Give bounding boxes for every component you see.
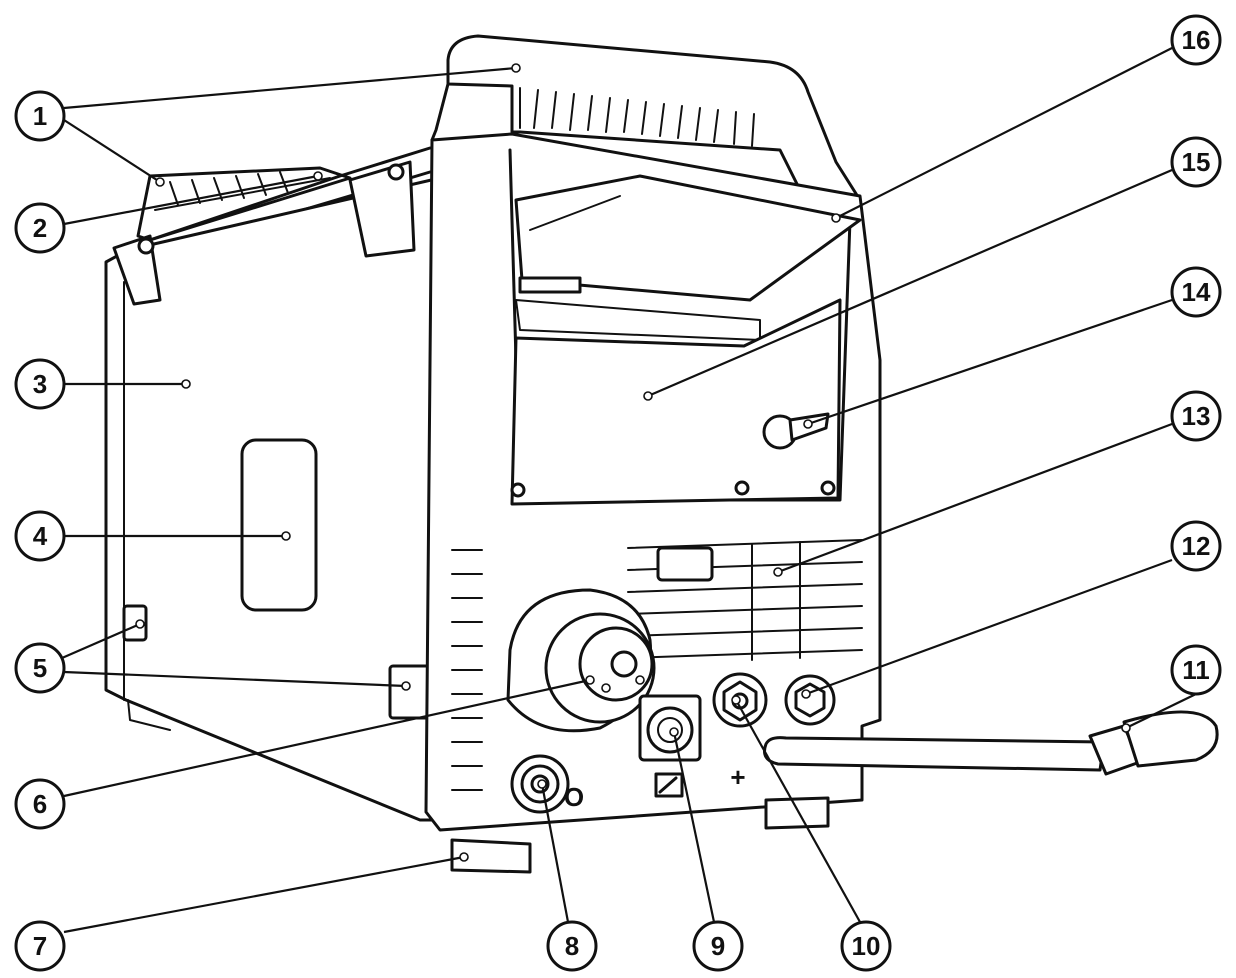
gas-socket xyxy=(784,674,836,726)
callout-16: 16 xyxy=(1170,14,1222,66)
callout-11: 11 xyxy=(1170,644,1222,696)
side-latch-upper xyxy=(122,604,148,642)
lid-hinges xyxy=(112,160,416,306)
side-label-window xyxy=(240,438,318,612)
euro-connector xyxy=(506,588,656,733)
positive-polarity-mark: + xyxy=(730,762,745,792)
leader-5a xyxy=(61,622,141,660)
callout-15-label: 15 xyxy=(1182,147,1211,177)
leader-9 xyxy=(672,731,716,923)
earth-cable xyxy=(763,710,1219,776)
leader-12 xyxy=(805,558,1173,696)
callout-4: 4 xyxy=(14,510,66,562)
leader-1b xyxy=(63,119,161,183)
callout-16-label: 16 xyxy=(1182,25,1211,55)
callout-9: 9 xyxy=(692,920,744,972)
leader-14 xyxy=(807,298,1173,426)
leader-5b xyxy=(63,670,407,688)
leader-dots xyxy=(135,63,1131,862)
callout-5-label: 5 xyxy=(33,653,47,683)
callout-6: 6 xyxy=(14,778,66,830)
feeder-compartment xyxy=(514,174,862,341)
callout-3: 3 xyxy=(14,358,66,410)
leader-8 xyxy=(540,783,570,923)
negative-socket xyxy=(510,754,570,814)
callout-1: 1 xyxy=(14,90,66,142)
callout-14-label: 14 xyxy=(1182,277,1211,307)
callout-2: 2 xyxy=(14,202,66,254)
machine-feet xyxy=(127,699,830,874)
side-panel xyxy=(104,176,442,822)
callout-11-label: 11 xyxy=(1182,655,1210,685)
callout-8-label: 8 xyxy=(565,931,579,961)
callout-12: 12 xyxy=(1170,520,1222,572)
callout-5: 5 xyxy=(14,642,66,694)
leader-16 xyxy=(835,47,1173,219)
leader-15 xyxy=(647,168,1173,398)
callout-7: 7 xyxy=(14,920,66,972)
callout-7-label: 7 xyxy=(33,931,47,961)
callout-2-label: 2 xyxy=(33,213,47,243)
front-louvres xyxy=(627,539,863,661)
front-side-vents xyxy=(451,549,483,791)
callout-10: 10 xyxy=(840,920,892,972)
leader-10 xyxy=(735,699,861,923)
leader-7 xyxy=(63,855,465,934)
callout-3-label: 3 xyxy=(33,369,47,399)
leader-1a xyxy=(63,66,517,110)
callout-13: 13 xyxy=(1170,390,1222,442)
callout-bubbles: 1 2 3 4 5 6 7 8 9 10 11 xyxy=(14,14,1222,972)
leader-lines xyxy=(61,47,1197,934)
callout-4-label: 4 xyxy=(33,521,48,551)
callout-8: 8 xyxy=(546,920,598,972)
callout-12-label: 12 xyxy=(1182,531,1211,561)
callout-15: 15 xyxy=(1170,136,1222,188)
callout-9-label: 9 xyxy=(711,931,725,961)
leader-2 xyxy=(63,174,319,226)
callout-1-label: 1 xyxy=(33,101,47,131)
callout-13-label: 13 xyxy=(1182,401,1211,431)
top-vent-grille xyxy=(136,166,352,242)
carry-handle xyxy=(430,34,862,202)
callout-10-label: 10 xyxy=(852,931,881,961)
callout-14: 14 xyxy=(1170,266,1222,318)
leader-13 xyxy=(777,422,1173,574)
leader-6 xyxy=(63,678,591,798)
negative-polarity-mark: O xyxy=(564,782,584,812)
front-access-panel xyxy=(510,298,842,506)
callout-6-label: 6 xyxy=(33,789,47,819)
leader-11 xyxy=(1125,693,1197,729)
machine-illustration: O + xyxy=(104,34,1219,874)
